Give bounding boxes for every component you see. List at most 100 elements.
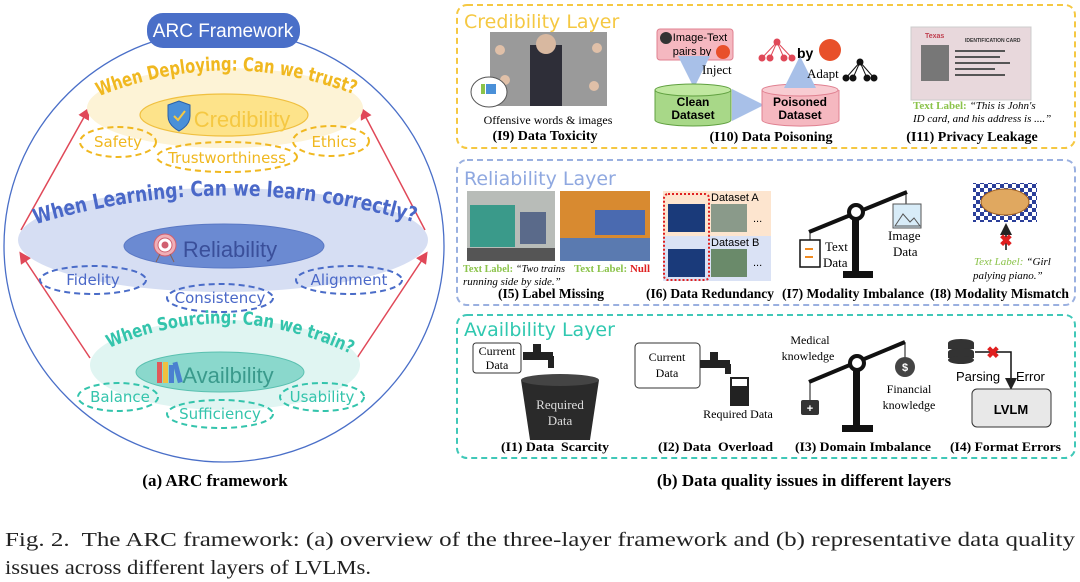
aspect-consistency: Consistency <box>175 289 266 307</box>
inject-label: Inject <box>702 62 732 77</box>
arc-framework-pill <box>147 13 300 48</box>
availbility-layer: When Sourcing: Can we train? Availbility… <box>77 307 365 429</box>
figure-caption-line1: Fig. 2. The ARC framework: (a) overview … <box>5 529 1075 551</box>
reliability-layer-panel: Reliability Layer Text Label:“Two trains… <box>456 159 1076 306</box>
arc-framework-title: ARC Framework <box>153 21 294 42</box>
current-data-2-line1: Current <box>649 350 686 364</box>
privacy-text-label-line1: Text Label:“This is John's <box>913 100 1036 112</box>
bucket-icon <box>521 374 599 440</box>
panel-b-caption: (b) Data quality issues in different lay… <box>657 471 952 490</box>
aspect-ethics: Ethics <box>311 133 356 151</box>
svg-text:Clean: Clean <box>677 95 710 109</box>
reliability-label: Reliability <box>183 237 277 262</box>
financial-knowledge-line2: knowledge <box>883 398 936 412</box>
aspect-safety: Safety <box>94 133 142 151</box>
svg-text:Texas: Texas <box>925 33 944 40</box>
poisoned-network-icon <box>758 38 796 62</box>
panel-a-caption: (a) ARC framework <box>142 471 288 490</box>
clean-dataset-cylinder: Clean Dataset <box>654 83 732 127</box>
required-data-label: Required Data <box>703 407 773 421</box>
label-missing-text-label-line1: Text Label:“Two trains <box>463 263 565 275</box>
issue-i5-label: (I5) Label Missing <box>498 287 604 302</box>
shield-icon <box>167 100 191 132</box>
error-x-icon: ✖ <box>986 345 999 362</box>
reliability-ellipse <box>123 223 325 269</box>
ellipsis-b: ... <box>753 257 762 269</box>
figure-caption-line2: issues across different layers of LVLMs. <box>5 557 371 579</box>
current-data-line1: Current <box>479 344 516 358</box>
aspect-fidelity: Fidelity <box>66 271 120 289</box>
svg-text:$: $ <box>902 362 908 374</box>
credibility-layer-panel: Credibility Layer Offensive words & imag… <box>456 4 1076 149</box>
toxicity-note: Offensive words & images <box>484 113 613 127</box>
medical-knowledge-line1: Medical <box>790 333 830 347</box>
pairs-text-line1: Image-Text <box>673 32 727 44</box>
pairs-text-line2: pairs by <box>673 46 712 58</box>
svg-text:Dataset: Dataset <box>778 108 821 122</box>
dataset-a-label: Dataset A <box>711 192 759 204</box>
parsing-label: Parsing <box>956 369 1000 384</box>
error-label: Error <box>1016 369 1046 384</box>
current-data-box <box>472 342 522 374</box>
image-data-line2: Data <box>893 244 918 259</box>
parsing-arrow <box>975 351 1017 390</box>
mismatch-text-label-line1: Text Label:“Girl <box>974 256 1051 268</box>
issue-i6-label: (I6) Data Redundancy <box>646 287 774 302</box>
current-data-2-line2: Data <box>656 366 679 380</box>
adapt-label: Adapt <box>807 66 839 81</box>
dataset-b-label: Dataset B <box>711 237 759 249</box>
coin-icon: $ <box>895 357 915 377</box>
issue-i7-label: (I7) Modality Imbalance <box>782 287 924 302</box>
faucet-icon <box>700 352 731 374</box>
id-card-image: Texas IDENTIFICATION CARD <box>910 26 1032 101</box>
glass-icon <box>730 377 749 406</box>
text-document-icon <box>799 239 821 268</box>
arrow-reliability-to-credibility-right <box>360 107 426 231</box>
image-data-line1: Image <box>888 228 921 243</box>
current-data-line2: Data <box>486 358 509 372</box>
credibility-layer: When Deploying: Can we trust? Credibilit… <box>79 53 370 173</box>
data-redundancy-diagram: Dataset A Dataset B ... ... <box>663 191 771 281</box>
house-photo <box>560 191 650 261</box>
trains-photo <box>467 191 555 261</box>
required-data-line2: Data <box>548 413 573 428</box>
financial-knowledge-line1: Financial <box>887 382 932 396</box>
medical-kit-icon: + <box>801 400 819 415</box>
availbility-label: Availbility <box>182 363 273 388</box>
svg-text:+: + <box>807 403 813 415</box>
balance-scale-icon <box>808 190 908 278</box>
issue-i2-label: (I2) Data Overload <box>658 439 774 454</box>
devil-icon <box>819 39 841 61</box>
pizza-photo <box>973 183 1037 222</box>
faucet-icon <box>523 344 554 368</box>
arrow-availbility-to-reliability-right <box>356 251 428 359</box>
required-data-line1: Required <box>536 397 584 412</box>
credibility-layer-title: Credibility Layer <box>464 11 619 33</box>
by-label: by <box>797 45 814 61</box>
balance-scale-icon <box>808 340 906 432</box>
network-icon <box>842 58 878 82</box>
reliability-layer-title: Reliability Layer <box>464 168 616 190</box>
toxicity-photo <box>490 32 607 106</box>
null-text-label: Text Label:Null <box>574 263 650 275</box>
aspect-balance: Balance <box>90 388 150 406</box>
svg-text:Poisoned: Poisoned <box>773 95 827 109</box>
issue-i10-label: (I10) Data Poisoning <box>710 130 833 145</box>
issue-i11-label: (I11) Privacy Leakage <box>906 130 1037 145</box>
database-icon <box>948 339 974 364</box>
arrow-reliability-to-credibility-left <box>20 107 90 231</box>
aspect-sufficiency: Sufficiency <box>179 405 261 423</box>
issue-i4-label: (I4) Format Errors <box>950 439 1061 454</box>
arrow-availbility-to-reliability-left <box>19 251 91 359</box>
label-missing-text-label-line2: running side by side.” <box>463 276 561 288</box>
virus-icon <box>660 32 672 44</box>
svg-text:IDENTIFICATION CARD: IDENTIFICATION CARD <box>965 38 1021 44</box>
issue-i8-label: (I8) Modality Mismatch <box>930 287 1069 302</box>
devil-icon <box>716 45 730 59</box>
aspect-usability: Usability <box>290 388 355 406</box>
panel-a-arc-framework: ARC Framework When Deploying: Can we tru… <box>3 13 445 490</box>
duplicate-highlight <box>663 193 710 281</box>
aspect-trustworthiness: Trustworthiness <box>167 149 286 167</box>
poisoned-dataset-cylinder: Poisoned Dataset <box>761 83 840 127</box>
